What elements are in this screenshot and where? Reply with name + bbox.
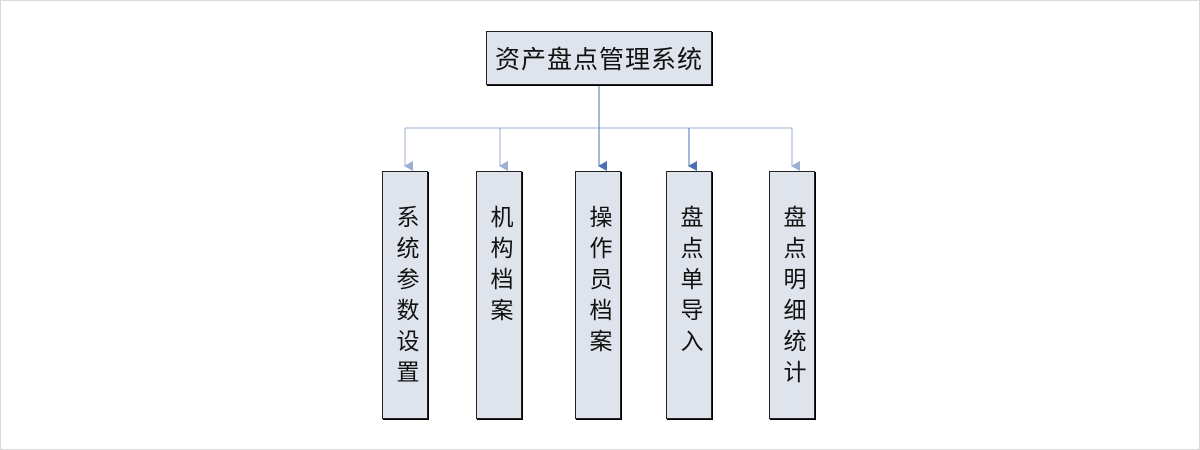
- child-node-label: 操作员档案: [585, 205, 611, 360]
- child-node-operator-archive: 操作员档案: [575, 171, 621, 419]
- child-node-inventory-import: 盘点单导入: [666, 171, 712, 419]
- child-node-system-settings: 系统参数设置: [382, 171, 428, 419]
- child-node-label: 机构档案: [486, 205, 512, 329]
- child-node-label: 盘点明细统计: [779, 205, 805, 391]
- child-node-label: 盘点单导入: [676, 205, 702, 360]
- child-node-label: 系统参数设置: [392, 205, 418, 391]
- child-node-detail-stats: 盘点明细统计: [769, 171, 815, 419]
- root-node-label: 资产盘点管理系统: [494, 45, 703, 74]
- root-node: 资产盘点管理系统: [486, 31, 712, 85]
- child-node-org-archive: 机构档案: [476, 171, 522, 419]
